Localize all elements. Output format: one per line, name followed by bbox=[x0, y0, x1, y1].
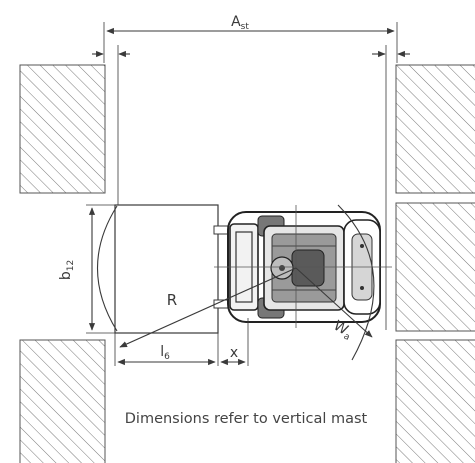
b12-dimension: b12 bbox=[58, 204, 116, 334]
ast-label: Ast bbox=[231, 14, 249, 32]
l6-label: l6 bbox=[160, 344, 170, 362]
forklift-truck bbox=[214, 205, 392, 328]
b12-label: b12 bbox=[58, 260, 76, 280]
rack-right-middle bbox=[395, 202, 475, 332]
x-dimension: x bbox=[220, 318, 249, 366]
rack-left-bottom bbox=[19, 339, 106, 463]
wa-label: Wa bbox=[330, 318, 356, 343]
rack-right-bottom bbox=[395, 339, 475, 463]
ast-dimension: Ast bbox=[103, 14, 398, 63]
r-label: R bbox=[167, 291, 177, 309]
x-label: x bbox=[230, 345, 238, 361]
l6-dimension: l6 bbox=[114, 333, 219, 366]
radius-dimension: R bbox=[119, 267, 297, 348]
pallet-load bbox=[114, 204, 219, 334]
rack-left-top bbox=[19, 64, 106, 194]
right-clearance-marks bbox=[372, 45, 410, 330]
wa-dimension: Wa bbox=[295, 204, 375, 361]
rack-right-top bbox=[395, 64, 475, 194]
diagram-caption: Dimensions refer to vertical mast bbox=[125, 411, 368, 427]
load-turning-arc bbox=[96, 205, 118, 332]
